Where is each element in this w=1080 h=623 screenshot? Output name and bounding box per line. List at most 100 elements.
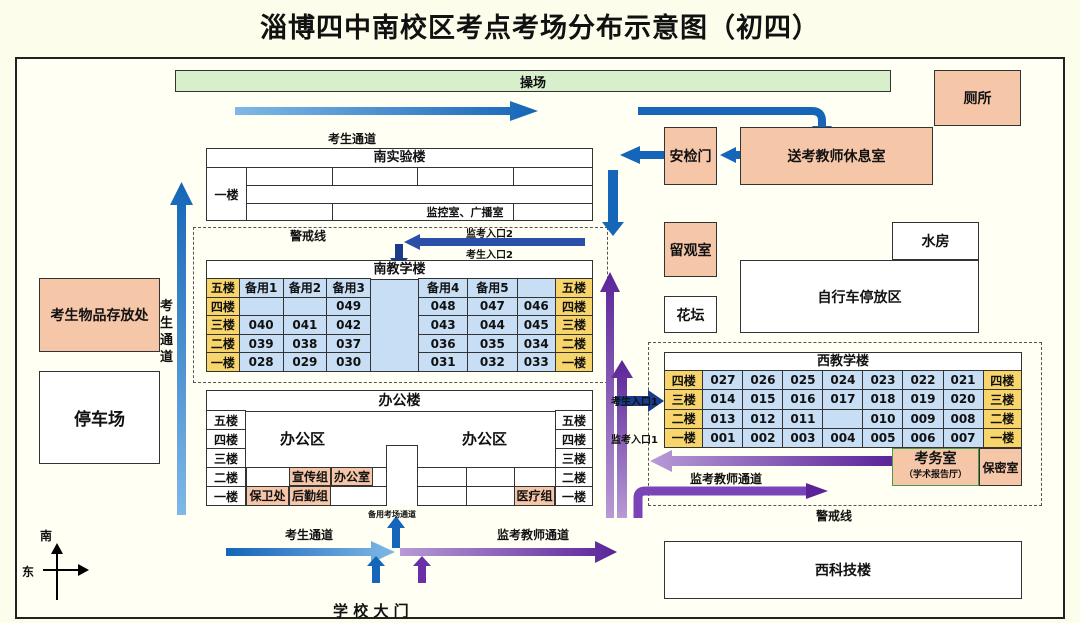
- floor-label: 一楼: [206, 352, 240, 372]
- room-cell: 048: [417, 296, 469, 317]
- arrow-bottom-purple: [400, 541, 617, 563]
- room-cell: 035: [467, 333, 518, 354]
- room-cell: 011: [782, 408, 824, 429]
- student-entrance-2-label: 考生入口2: [466, 250, 513, 261]
- student-passage-left-label: 考 生 通 道: [160, 299, 174, 365]
- room-cell: 041: [282, 315, 328, 335]
- teacher-lounge: 送考教师休息室: [740, 127, 933, 185]
- room-cell: 018: [862, 389, 904, 410]
- floor-label: 一楼: [982, 427, 1023, 449]
- room-cell: 020: [942, 389, 984, 410]
- toilet: 厕所: [934, 70, 1021, 126]
- floor-label: 三楼: [663, 389, 704, 410]
- cordon-label-2: 警戒线: [816, 509, 853, 523]
- floor-label: 三楼: [555, 448, 593, 468]
- cordon-label-1: 警戒线: [290, 229, 327, 243]
- floor-label: 五楼: [206, 278, 240, 298]
- student-storage: 考生物品存放处: [39, 278, 160, 352]
- room-cell: 043: [417, 315, 469, 335]
- room-cell: 021: [942, 369, 984, 391]
- arrow-student-1: [616, 390, 664, 412]
- room-cell: 备用1: [238, 278, 284, 298]
- science-building: 西科技楼: [664, 541, 1022, 599]
- secret-room: 保密室: [979, 448, 1022, 486]
- observation-room: 留观室: [664, 222, 717, 277]
- exam-affairs-sub-label: （学术报告厅）: [903, 470, 967, 480]
- room-cell: 014: [702, 389, 744, 410]
- room-cell: 010: [862, 408, 904, 429]
- room-cell: 备用4: [417, 278, 469, 298]
- room-cell: 042: [326, 315, 371, 335]
- security-office: 保卫处: [246, 486, 289, 506]
- floor-label: 二楼: [555, 467, 593, 487]
- arrow-purple-right: [611, 360, 633, 518]
- office-area-left: 办公区: [280, 430, 326, 448]
- exam-affairs-label: 考务室: [914, 451, 957, 467]
- room-cell: 007: [942, 427, 984, 449]
- arrow-left-vertical: [170, 182, 193, 515]
- invigilator-passage-right-label: 监考教师通道: [690, 472, 763, 486]
- invigilator-entrance-1-label: 监考入口1: [611, 435, 658, 446]
- water-room: 水房: [892, 222, 979, 260]
- room-cell: 022: [902, 369, 944, 391]
- room-cell: 012: [742, 408, 784, 429]
- page-title: 淄博四中南校区考点考场分布示意图（初四）: [260, 13, 820, 44]
- room-cell: 039: [238, 333, 284, 354]
- cordon-zone-west: [648, 342, 1042, 506]
- room-cell: 备用2: [282, 278, 328, 298]
- room-cell: 备用3: [326, 278, 371, 298]
- arrow-bottom-blue: [226, 541, 395, 563]
- floor-label: 二楼: [982, 408, 1023, 429]
- room-cell: 029: [282, 352, 328, 372]
- room-cell: [822, 408, 864, 429]
- arrow-reserve-up: [387, 516, 405, 548]
- logistics-room: 后勤组: [289, 486, 331, 506]
- room-cell: 045: [516, 315, 557, 335]
- playground: 操场: [175, 70, 891, 92]
- exam-affairs-room: 考务室 （学术报告厅）: [892, 448, 979, 486]
- arrow-gate-south: [620, 146, 665, 164]
- floor-label: 三楼: [206, 315, 240, 335]
- arrow-gate-up-purple: [413, 556, 431, 583]
- floor-label: 四楼: [206, 429, 246, 449]
- arrow-to-lounge: [638, 107, 826, 128]
- room-cell: 034: [516, 333, 557, 354]
- office-floors-right: 五楼 四楼 三楼 二楼 一楼: [555, 410, 593, 506]
- parking-lot: 停车场: [39, 371, 160, 464]
- floor-label: 一楼: [663, 427, 704, 449]
- compass-east-label: 东: [22, 565, 35, 579]
- room-cell: 016: [782, 389, 824, 410]
- floor-label: 四楼: [555, 296, 593, 317]
- security-gate: 安检门: [664, 127, 717, 185]
- room-cell: 027: [702, 369, 744, 391]
- room-cell: [516, 278, 557, 298]
- room-cell: 036: [417, 333, 469, 354]
- monitor-room: 监控室、广播室: [426, 206, 504, 219]
- floor-label: 一楼: [555, 486, 593, 506]
- floor-label: 五楼: [206, 410, 246, 430]
- room-cell: 047: [467, 296, 518, 317]
- floor-label: 四楼: [555, 429, 593, 449]
- room-cell: 033: [516, 352, 557, 372]
- arrow-lounge-gate: [720, 147, 740, 163]
- floor-label: 四楼: [982, 369, 1023, 391]
- room-cell: 046: [516, 296, 557, 317]
- floor-label: 二楼: [555, 333, 593, 354]
- floor-label: 五楼: [555, 410, 593, 430]
- floor-label: 二楼: [206, 333, 240, 354]
- floor-label: 二楼: [663, 408, 704, 429]
- room-cell: [238, 296, 284, 317]
- school-gate-label: 学 校 大 门: [333, 602, 409, 620]
- room-cell: 026: [742, 369, 784, 391]
- room-cell: 028: [238, 352, 284, 372]
- reserve-passage-label: 备用考场通道: [368, 510, 416, 519]
- student-passage-bottom-label: 考生通道: [285, 528, 334, 542]
- room-cell: 019: [902, 389, 944, 410]
- room-cell: 003: [782, 427, 824, 449]
- room-cell: 032: [467, 352, 518, 372]
- office-area-right: 办公区: [462, 430, 508, 448]
- room-cell: 038: [282, 333, 328, 354]
- floor-label: 一楼: [206, 486, 246, 506]
- room-cell: 015: [742, 389, 784, 410]
